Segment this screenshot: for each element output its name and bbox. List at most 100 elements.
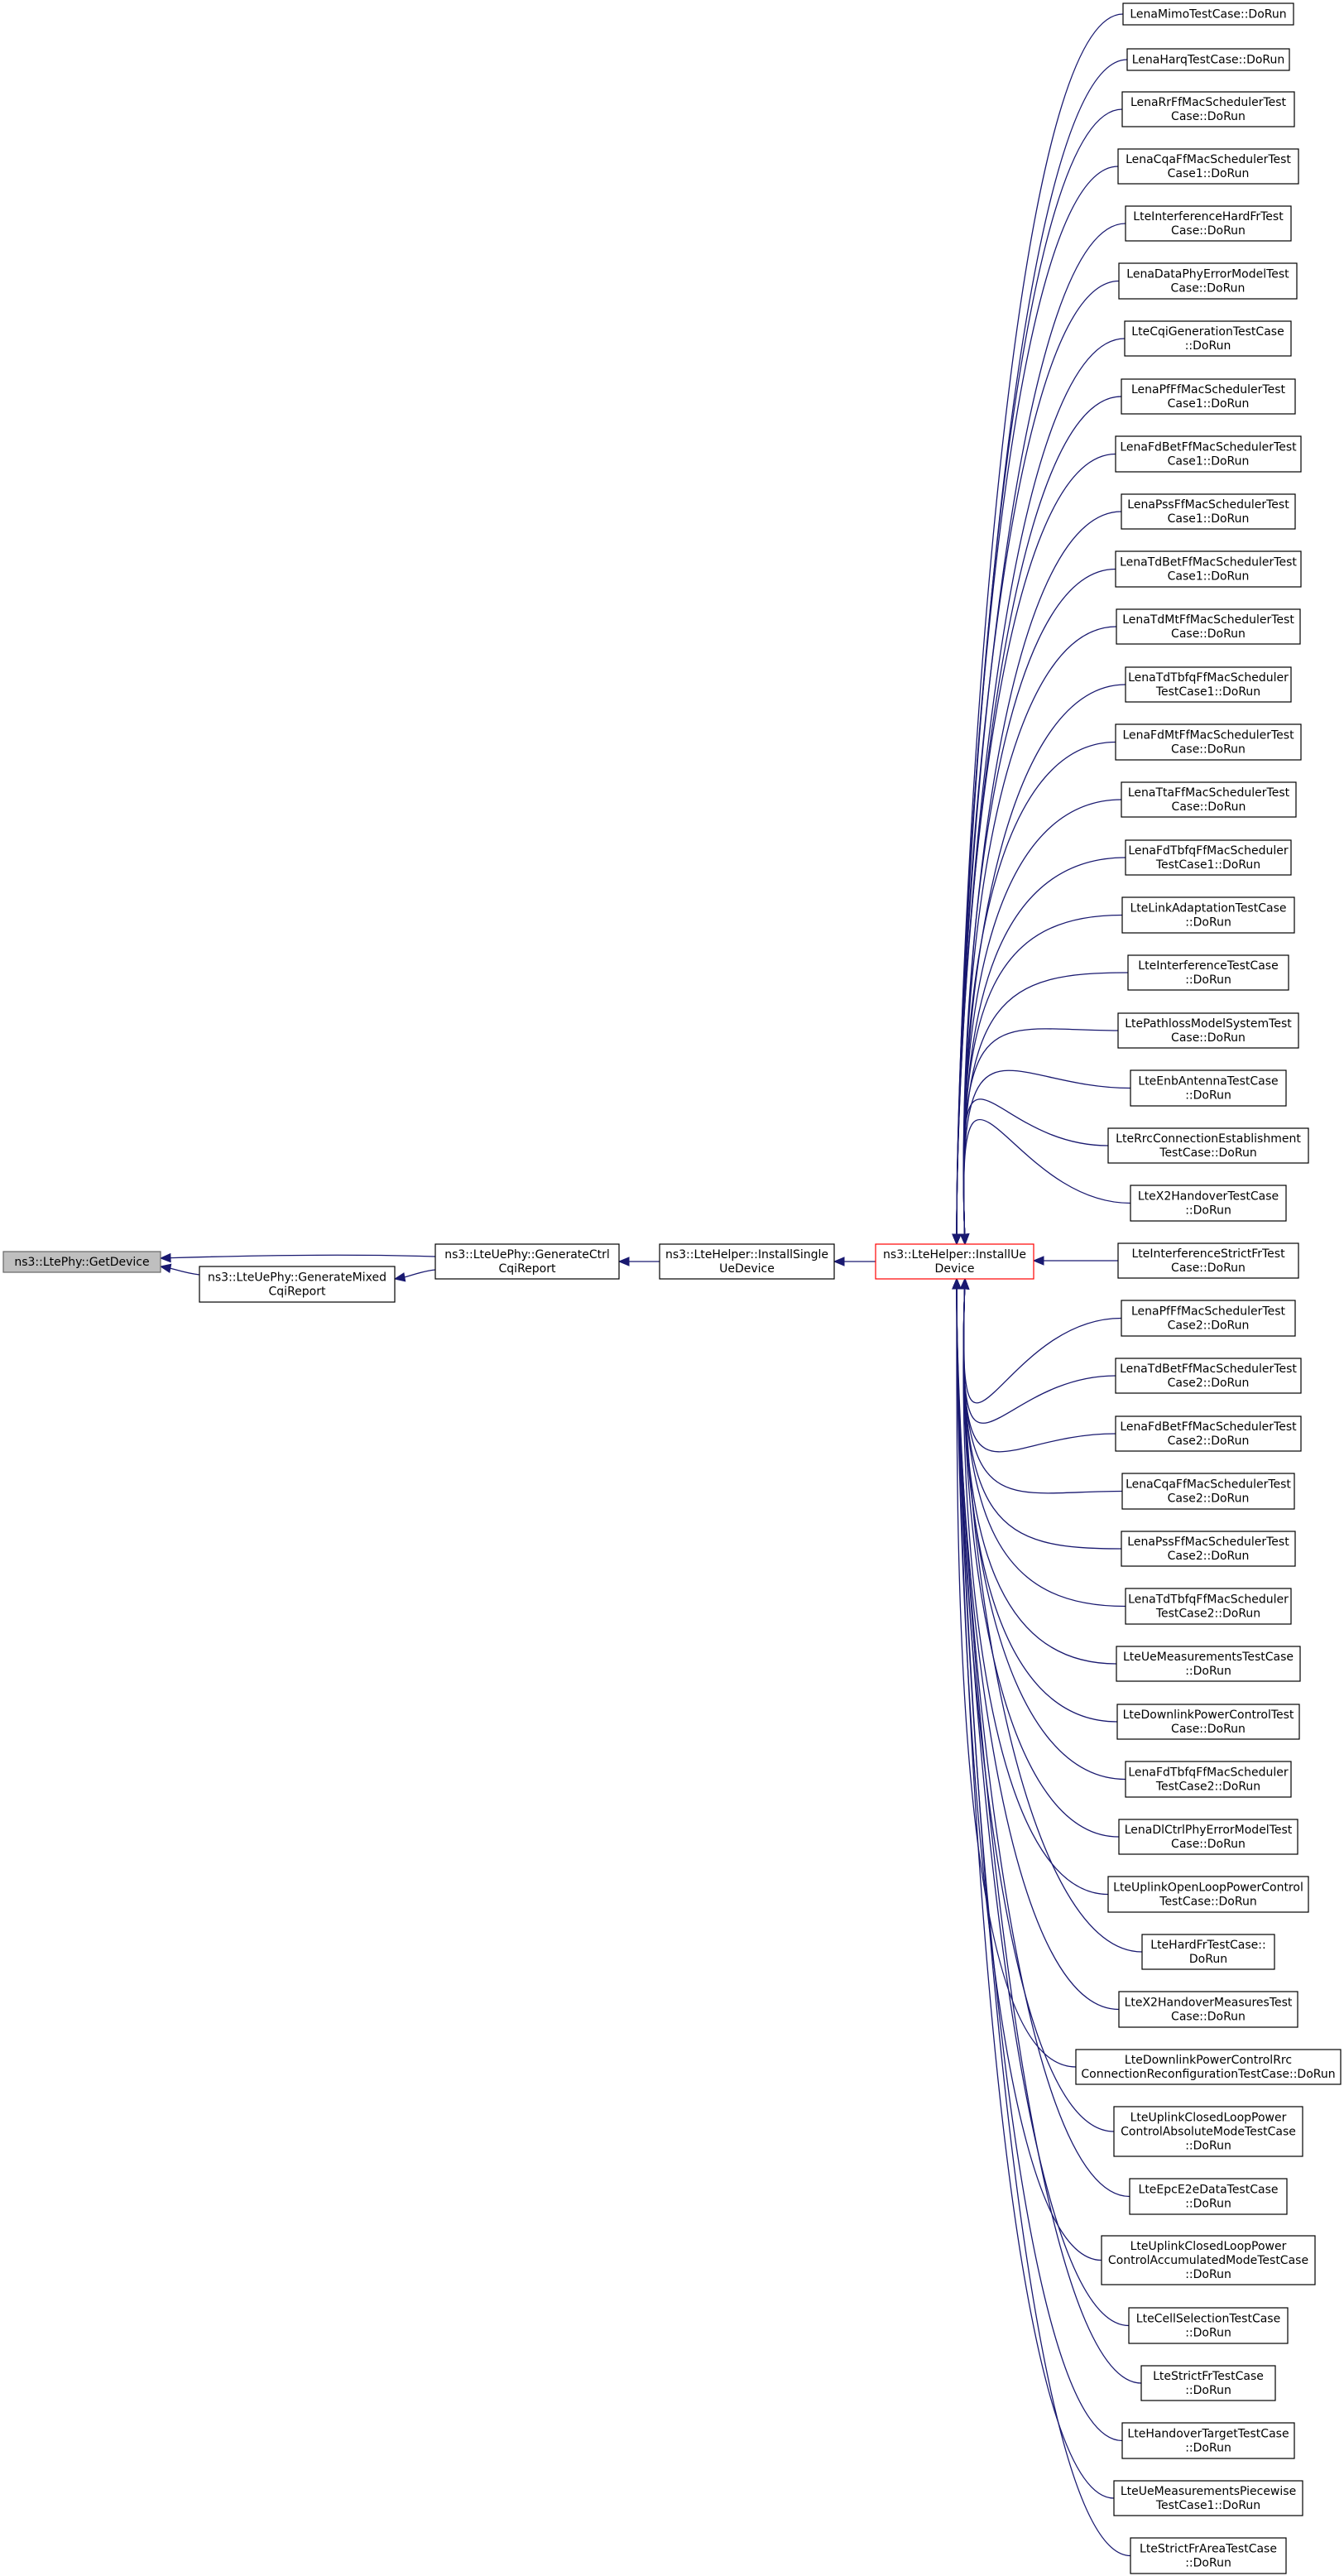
edge-ltecqigenerationtestcase-dorun-to-install-ue-device: [956, 338, 1126, 1235]
node-lteinterferencetestcase-dorun[interactable]: LteInterferenceTestCase::DoRun: [1127, 954, 1289, 991]
edge-ltehardfrtestcase-dorun-to-install-ue-device: [963, 1288, 1143, 1953]
node-box: [1117, 148, 1299, 185]
node-ltelinkadaptationtestcase-dorun[interactable]: LteLinkAdaptationTestCase::DoRun: [1121, 896, 1295, 934]
node-ltestrictfrareatestcase-dorun[interactable]: LteStrictFrAreaTestCase::DoRun: [1130, 2537, 1287, 2574]
edge-lenattaffmacschedulertestcase-dorun-to-install-ue-device: [962, 799, 1122, 1235]
node-ltehardfrtestcase-dorun[interactable]: LteHardFrTestCase::DoRun: [1141, 1934, 1275, 1970]
node-ltestrictfrtestcase-dorun[interactable]: LteStrictFrTestCase::DoRun: [1140, 2365, 1276, 2401]
node-lenaharqtestcase-dorun[interactable]: LenaHarqTestCase::DoRun: [1126, 48, 1290, 71]
node-ltehandovertargettestcase-dorun[interactable]: LteHandoverTargetTestCase::DoRun: [1121, 2422, 1295, 2459]
node-label: LenaPssFfMacSchedulerTest: [1127, 498, 1289, 512]
node-ns3-ltephy-getdevice[interactable]: ns3::LtePhy::GetDevice: [2, 1251, 161, 1273]
edge-ltedownlinkpowercontrolrrcconnectionreconfigurationtestcase-dorun-to-install-ue-device: [956, 1288, 1077, 2068]
node-lteuplinkclosedlooppowercontrolaccumulatedmodetestcase-dorun[interactable]: LteUplinkClosedLoopPowerControlAccumulat…: [1101, 2235, 1316, 2285]
node-label: LenaTdTbfqFfMacScheduler: [1128, 1593, 1289, 1607]
node-label: LteUplinkOpenLoopPowerControl: [1113, 1882, 1303, 1895]
edge-lteuplinkclosedlooppowercontrolabsolutemodetestcase-dorun-to-install-ue-device: [956, 1288, 1115, 2132]
node-label: Case::DoRun: [1171, 1723, 1246, 1736]
edge-ltecellselectiontestcase-dorun-to-install-ue-device: [956, 1288, 1130, 2327]
node-lteuemeasurementstestcase-dorun[interactable]: LteUeMeasurementsTestCase::DoRun: [1116, 1646, 1301, 1682]
node-box: [1130, 2537, 1287, 2574]
node-label: LenaDlCtrlPhyErrorModelTest: [1125, 1824, 1293, 1837]
node-lenamimotestcase-dorun[interactable]: LenaMimoTestCase::DoRun: [1122, 2, 1294, 26]
node-label: DoRun: [1189, 1953, 1227, 1966]
node-label: LteInterferenceStrictFrTest: [1131, 1247, 1285, 1261]
edge-lteinterferencetestcase-dorun-to-install-ue-device: [962, 972, 1129, 1235]
node-lteuemeasurementspiecewisetestcase1-dorun[interactable]: LteUeMeasurementsPiecewiseTestCase1::DoR…: [1113, 2480, 1303, 2516]
node-label: LenaDataPhyErrorModelTest: [1126, 268, 1289, 281]
node-lteuplinkclosedlooppowercontrolabsolutemodetestcase-dorun[interactable]: LteUplinkClosedLoopPowerControlAbsoluteM…: [1113, 2106, 1303, 2157]
node-box: [1118, 262, 1298, 300]
node-label: ::DoRun: [1185, 2557, 1231, 2570]
node-label: ::DoRun: [1185, 2442, 1231, 2455]
node-label: Case1::DoRun: [1168, 455, 1250, 469]
node-label: LenaTdTbfqFfMacScheduler: [1128, 671, 1289, 685]
node-box: [1122, 2, 1294, 26]
node-lterrcconnectionestablishmenttestcase-dorun[interactable]: LteRrcConnectionEstablishmentTestCase::D…: [1107, 1127, 1309, 1164]
edge-lenafdtbfqffmacschedulertestcase2-dorun-to-install-ue-device: [962, 1288, 1126, 1781]
node-box: [1121, 2422, 1295, 2459]
node-lteenbantennatestcase-dorun[interactable]: LteEnbAntennaTestCase::DoRun: [1130, 1069, 1287, 1107]
node-ltecqigenerationtestcase-dorun[interactable]: LteCqiGenerationTestCase::DoRun: [1124, 320, 1292, 357]
edge-ltex2handovermeasurestestcase-dorun-to-install-ue-device: [956, 1288, 1120, 2011]
node-ltedownlinkpowercontrolrrcconnectionreconfigurationtestcase-dorun[interactable]: LteDownlinkPowerControlRrcConnectionReco…: [1075, 2049, 1342, 2085]
node-label: Case2::DoRun: [1168, 1435, 1250, 1448]
node-label: Device: [935, 1262, 975, 1276]
node-label: LteRrcConnectionEstablishment: [1116, 1132, 1301, 1146]
node-lteuplinkopenlooppowercontroltestcase-dorun[interactable]: LteUplinkOpenLoopPowerControlTestCase::D…: [1107, 1876, 1309, 1913]
node-label: TestCase2::DoRun: [1155, 1781, 1260, 1794]
node-label: LenaTdBetFfMacSchedulerTest: [1120, 556, 1297, 570]
node-label: LenaTdMtFfMacSchedulerTest: [1122, 613, 1294, 627]
edge-install-single-ue-device-to-generate-ctrl-cqi-report-arrowhead: [617, 1257, 630, 1266]
edge-generate-mixed-cqi-report-to-get-device-arrowhead: [159, 1263, 172, 1273]
node-label: LenaPfFfMacSchedulerTest: [1131, 1305, 1285, 1319]
node-box: [1141, 1934, 1275, 1970]
node-lteepce2edatatestcase-dorun[interactable]: LteEpcE2eDataTestCase::DoRun: [1129, 2178, 1288, 2215]
node-label: Case2::DoRun: [1168, 1492, 1250, 1506]
node-box: [1125, 205, 1292, 242]
edge-ltehandovertargettestcase-dorun-to-install-ue-device: [956, 1288, 1123, 2442]
node-box: [1121, 1473, 1295, 1510]
node-box: [1118, 1991, 1298, 2028]
node-box: [1121, 781, 1297, 818]
node-box: [1116, 1704, 1300, 1740]
edge-lenatdmtffmacschedulertestcase-dorun-to-install-ue-device: [962, 626, 1117, 1235]
node-label: Case2::DoRun: [1168, 1550, 1250, 1563]
edge-lterrcconnectionestablishmenttestcase-dorun-to-install-ue-device: [962, 1098, 1109, 1235]
node-box: [1115, 435, 1302, 473]
node-ltecellselectiontestcase-dorun[interactable]: LteCellSelectionTestCase::DoRun: [1128, 2307, 1289, 2344]
node-box: [1124, 320, 1292, 357]
node-ltex2handovertestcase-dorun[interactable]: LteX2HandoverTestCase::DoRun: [1130, 1185, 1287, 1222]
node-label: LenaCqaFfMacSchedulerTest: [1126, 153, 1291, 166]
node-label: LteStrictFrAreaTestCase: [1140, 2543, 1277, 2556]
